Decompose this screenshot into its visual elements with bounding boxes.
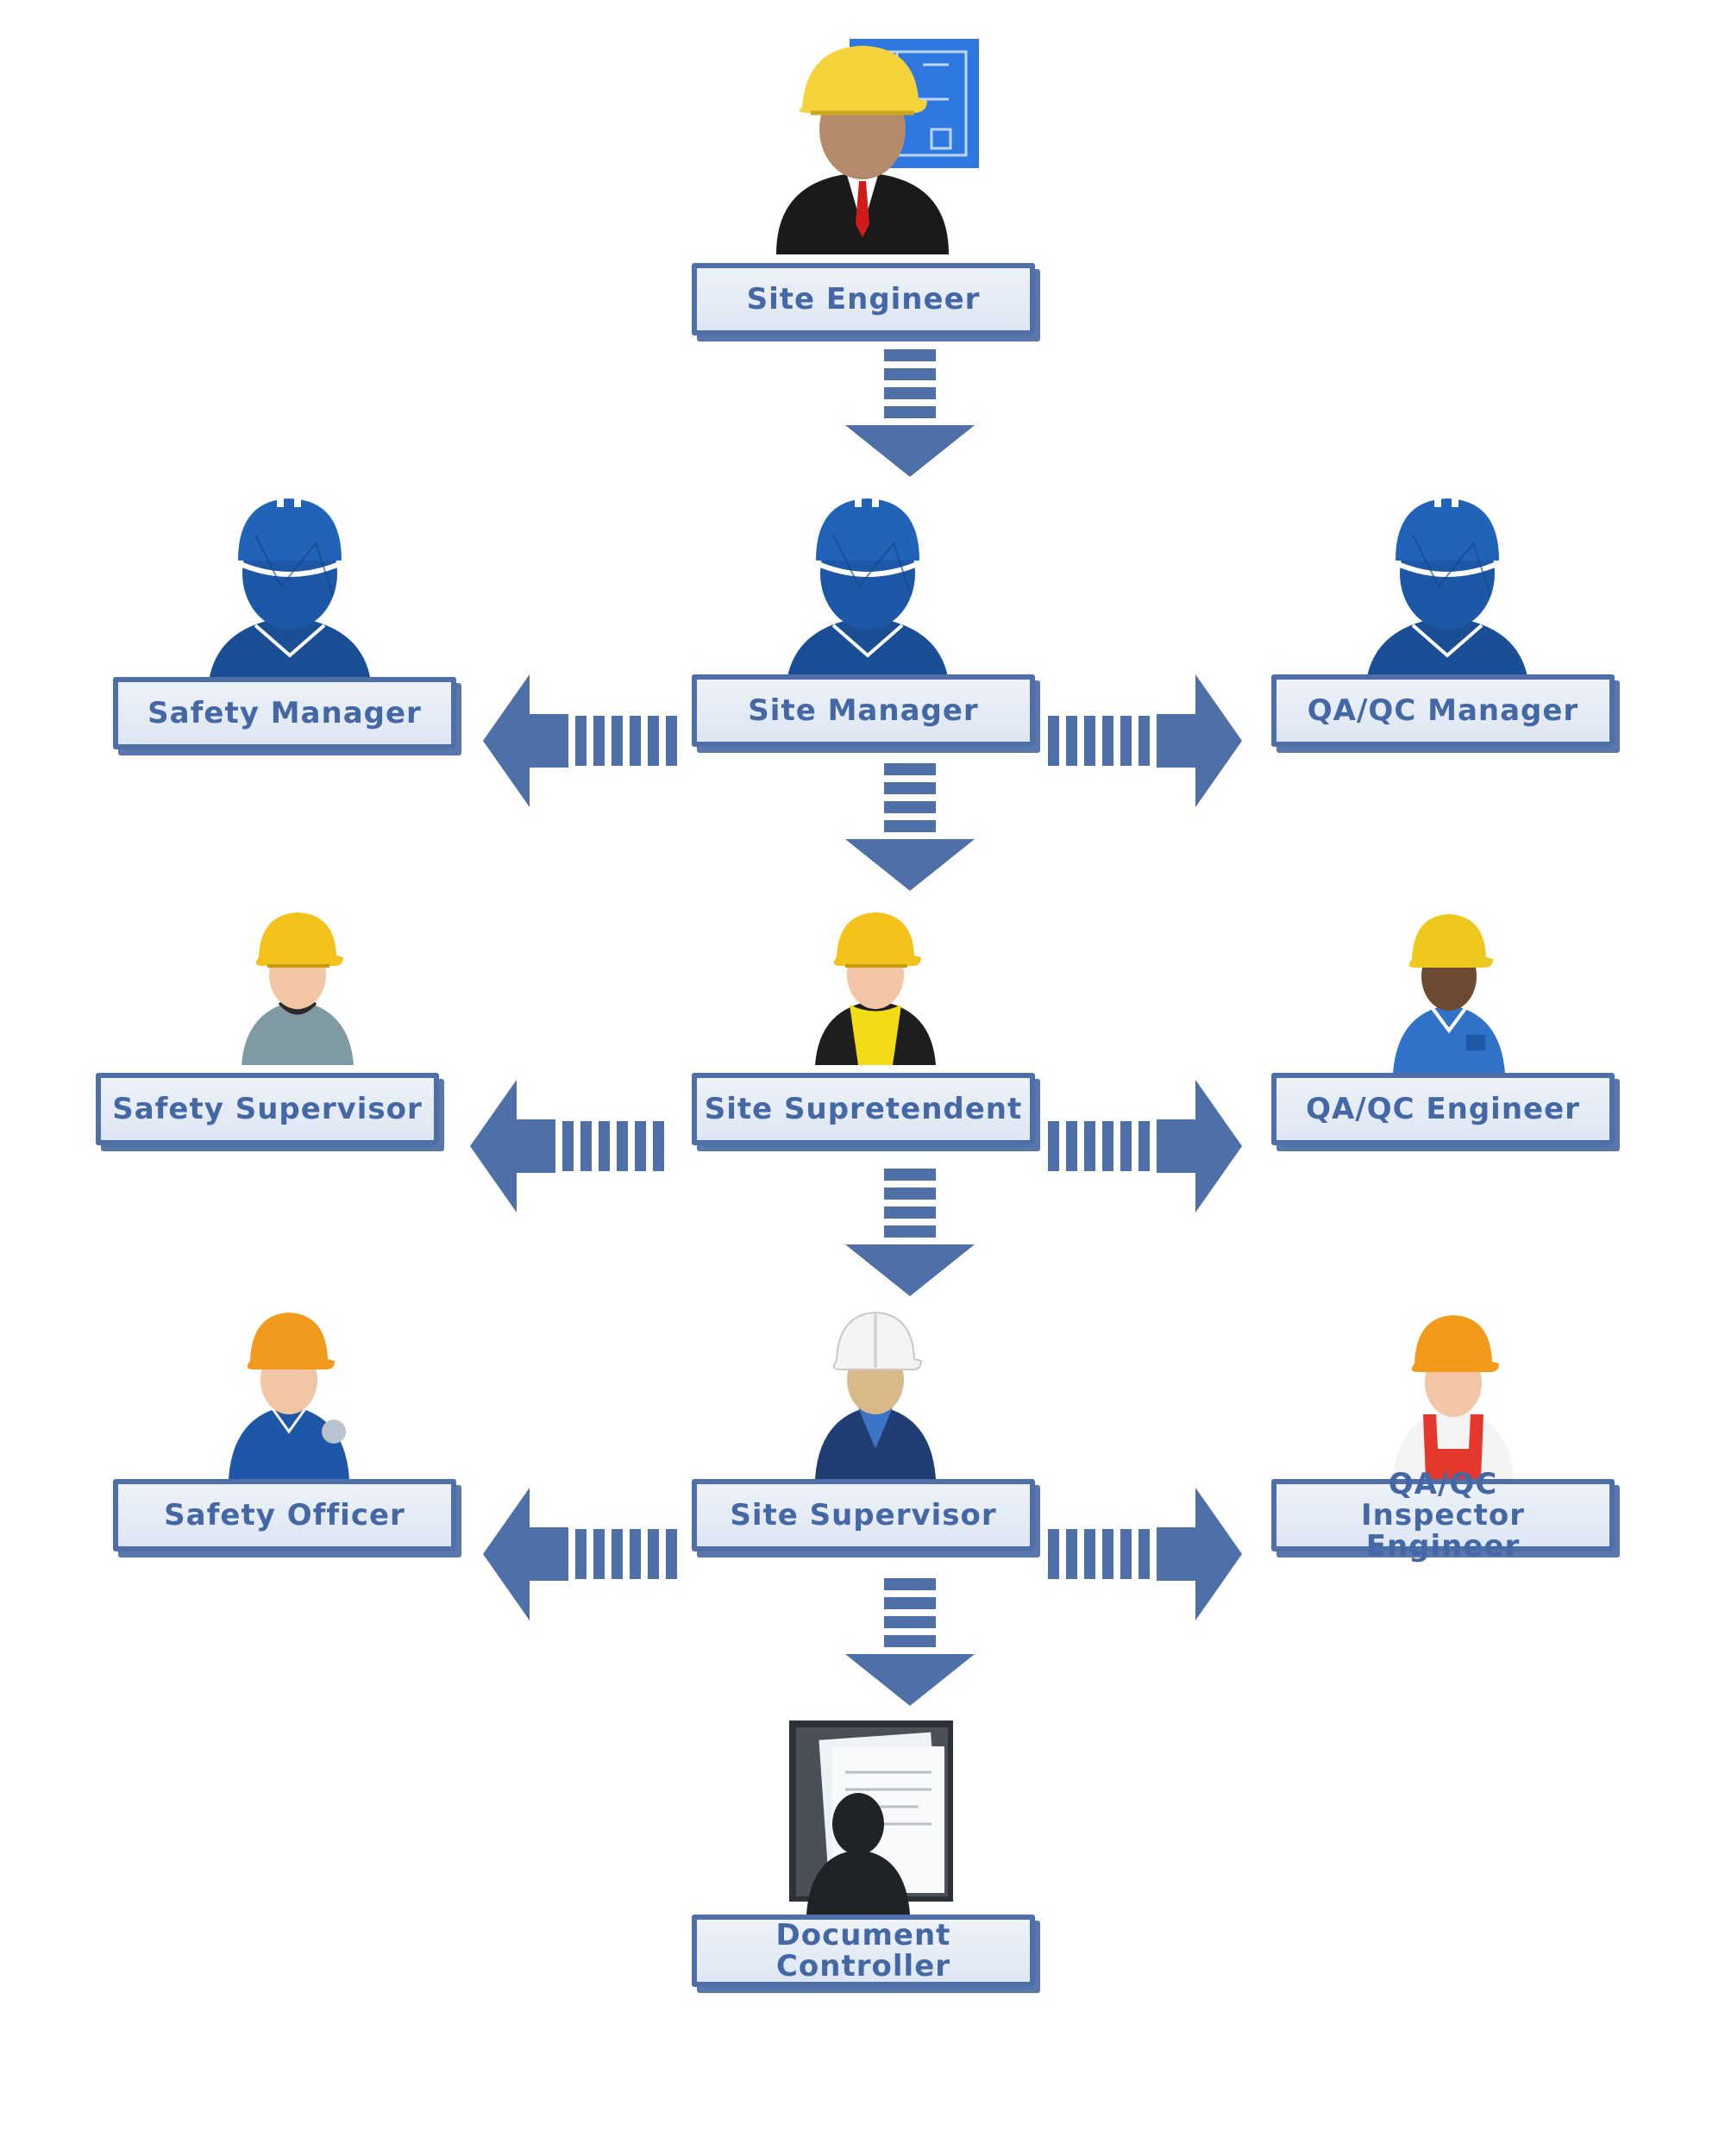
document-folder-icon <box>789 1720 953 1915</box>
blue-worker-silhouette-icon <box>204 483 376 690</box>
worker-blue-shirt-icon <box>1393 914 1505 1074</box>
arrow-manager-to-safety-manager <box>483 674 677 807</box>
engineer-with-blueprint-icon <box>776 39 979 254</box>
safety-supervisor-label: Safety Supervisor <box>112 1092 423 1126</box>
arrow-engineer-to-manager <box>845 349 975 477</box>
worker-yellow-vest-icon <box>815 912 936 1065</box>
site-engineer-box: Site Engineer <box>692 263 1035 335</box>
qaqc-inspector-engineer-box: QA/QC Inspector Engineer <box>1271 1469 1615 1562</box>
arrow-supervisor-to-document-controller <box>845 1578 975 1706</box>
safety-officer-box: Safety Officer <box>113 1479 456 1551</box>
worker-grey-shirt-icon <box>242 912 354 1065</box>
site-supretendent-box: Site Supretendent <box>692 1073 1035 1145</box>
blue-worker-silhouette-icon <box>1361 483 1534 690</box>
qaqc-manager-box: QA/QC Manager <box>1271 674 1615 747</box>
document-controller-label: Document Controller <box>775 1918 951 1984</box>
safety-manager-label: Safety Manager <box>147 696 422 730</box>
arrow-supretendent-to-safety-supervisor <box>470 1080 664 1213</box>
qaqc-engineer-box: QA/QC Engineer <box>1271 1073 1615 1145</box>
safety-officer-label: Safety Officer <box>164 1498 405 1532</box>
arrow-manager-to-supretendent <box>845 763 975 891</box>
worker-white-helmet-icon <box>815 1311 936 1479</box>
arrow-supretendent-to-supervisor <box>845 1169 975 1296</box>
site-manager-box: Site Manager <box>692 674 1035 747</box>
document-controller-box: Document Controller <box>692 1915 1035 1987</box>
site-supretendent-label: Site Supretendent <box>704 1092 1023 1126</box>
worker-blue-overalls-icon <box>229 1313 349 1479</box>
qaqc-inspector-engineer-label: QA/QC Inspector Engineer <box>1360 1467 1526 1564</box>
blue-worker-silhouette-icon <box>781 483 954 690</box>
site-supervisor-label: Site Supervisor <box>730 1498 997 1532</box>
qaqc-engineer-label: QA/QC Engineer <box>1306 1092 1580 1126</box>
arrow-supervisor-to-safety-officer <box>483 1488 677 1620</box>
site-manager-label: Site Manager <box>748 693 979 728</box>
arrow-supretendent-to-qaqc-engineer <box>1048 1080 1242 1213</box>
safety-manager-box: Safety Manager <box>113 677 456 749</box>
qaqc-manager-label: QA/QC Manager <box>1307 693 1579 728</box>
site-supervisor-box: Site Supervisor <box>692 1479 1035 1551</box>
site-engineer-label: Site Engineer <box>746 282 981 317</box>
arrow-manager-to-qaqc-manager <box>1048 674 1242 807</box>
worker-red-overalls-icon <box>1393 1315 1514 1479</box>
arrow-supervisor-to-qaqc-inspector <box>1048 1488 1242 1620</box>
safety-supervisor-box: Safety Supervisor <box>96 1073 439 1145</box>
